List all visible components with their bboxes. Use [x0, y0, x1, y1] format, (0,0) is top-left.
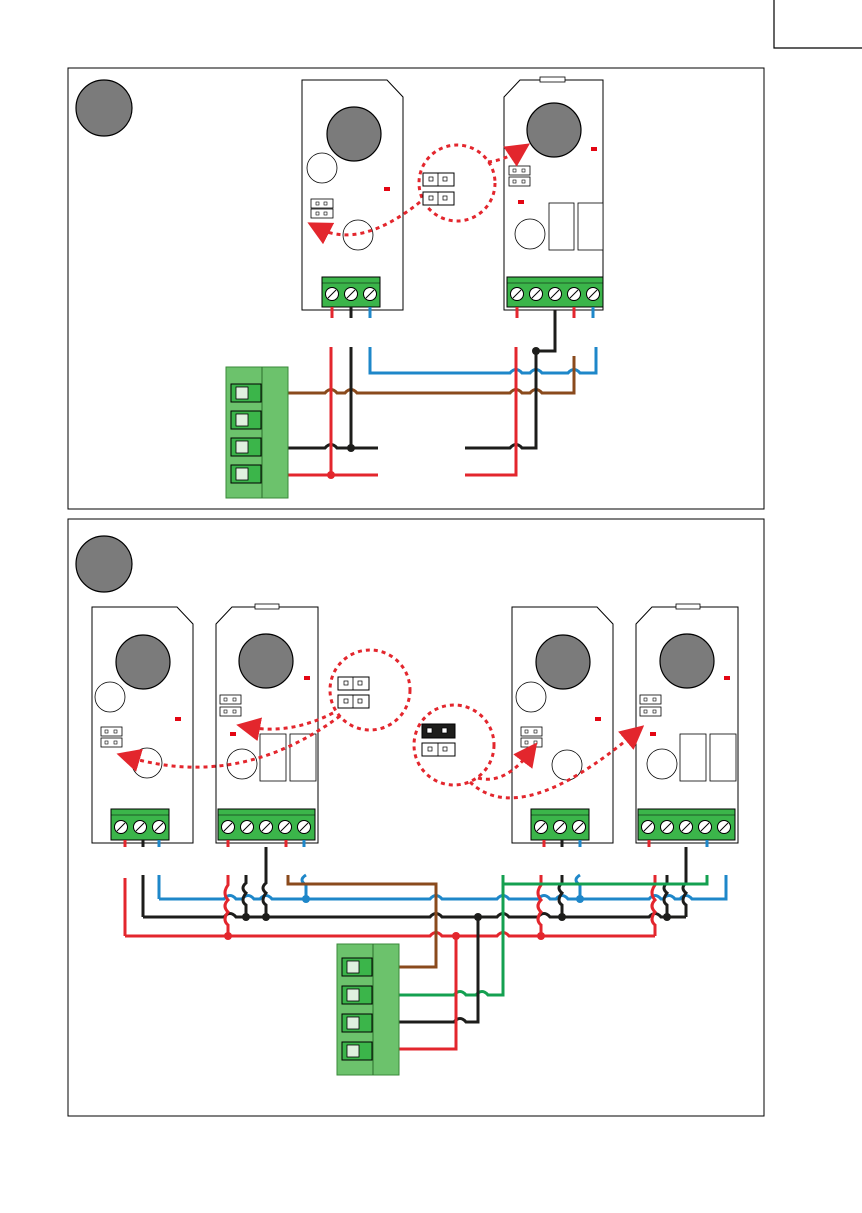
terminal-block-5[interactable] [507, 277, 603, 307]
terminal-block-5[interactable] [218, 809, 315, 840]
wiring-panel-1 [288, 307, 596, 479]
terminal-block-3[interactable] [322, 277, 380, 307]
led-indicator [591, 147, 597, 151]
panel-1 [68, 68, 764, 509]
led-indicator [384, 187, 390, 191]
led-indicator [518, 200, 524, 204]
terminal-block-3[interactable] [111, 809, 169, 840]
step-badge-icon [76, 80, 132, 136]
relay-module [636, 604, 738, 843]
panel-1-frame [68, 68, 764, 509]
panel-2 [68, 519, 764, 1116]
power-connector[interactable] [337, 944, 399, 1075]
terminal-block-5[interactable] [638, 809, 735, 840]
wiring-panel-2 [125, 840, 726, 1049]
receiver-module [92, 607, 193, 843]
receiver-module [302, 80, 403, 310]
terminal-block-3[interactable] [531, 809, 589, 840]
power-connector[interactable] [226, 367, 288, 498]
relay [578, 203, 603, 250]
step-badge-icon [76, 536, 132, 592]
relay-module [504, 77, 603, 310]
receiver-module [512, 607, 613, 843]
relay [549, 203, 574, 250]
